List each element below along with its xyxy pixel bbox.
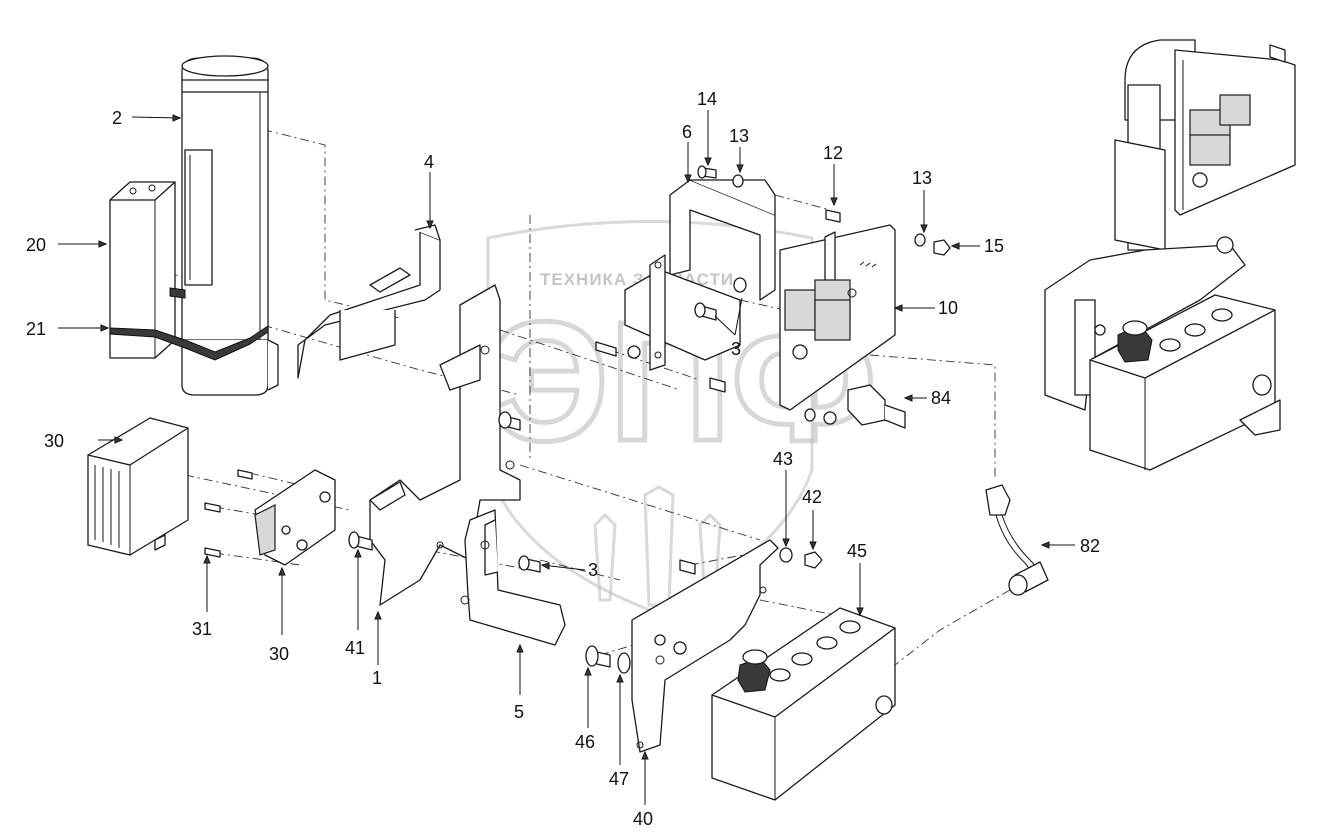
callout-84: 84 [931,388,951,408]
part-30-bracket [254,469,336,566]
callout-15: 15 [984,236,1004,256]
part-45-control-box [711,607,896,801]
callout-82: 82 [1080,536,1100,556]
callout-21: 21 [26,319,46,339]
callout-6: 6 [682,122,692,142]
callout-41: 41 [345,638,365,658]
callout-3b: 3 [588,560,598,580]
leader-lines [58,110,1075,805]
callout-2: 2 [112,108,122,128]
callout-12: 12 [823,143,843,163]
callout-13a: 13 [729,126,749,146]
callout-13b: 13 [912,168,932,188]
callout-10: 10 [938,298,958,318]
part-2-column-housing [181,55,279,396]
part-82-cable [985,484,1049,596]
callout-1: 1 [372,668,382,688]
callout-46: 46 [575,732,595,752]
part-84-connector [847,384,906,429]
callout-4: 4 [424,152,434,172]
callout-31: 31 [192,619,212,639]
watermark-shield [486,220,814,612]
hardware [204,165,951,674]
part-4-bracket [297,224,441,379]
callout-42: 42 [802,487,822,507]
callout-20: 20 [26,235,46,255]
part-21-strap [109,287,269,361]
part-40-side-plate [631,539,779,753]
callout-43: 43 [773,449,793,469]
callout-40: 40 [633,809,653,829]
assembled-view [1044,39,1296,471]
part-1-main-plate [369,284,521,606]
callout-30b: 30 [269,644,289,664]
part-10-pcb [779,224,896,411]
callouts: 2 20 21 4 14 6 13 12 13 15 10 3 84 30 43… [26,89,1100,829]
callout-30a: 30 [44,431,64,451]
part-30-lamp [87,417,189,556]
part-5-lower-bracket [460,509,566,646]
callout-3a: 3 [731,339,741,359]
callout-47: 47 [609,769,629,789]
callout-45: 45 [847,541,867,561]
part-6-top-bracket [624,179,776,371]
callout-5: 5 [514,702,524,722]
callout-14: 14 [697,89,717,109]
